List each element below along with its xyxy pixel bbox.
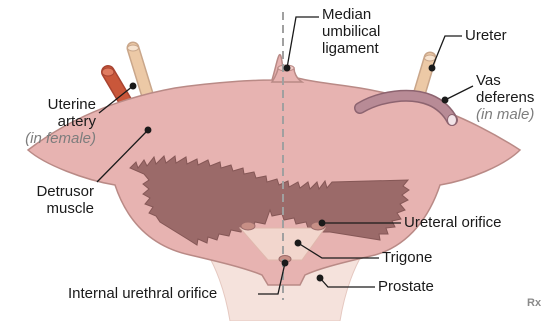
label-prostate: Prostate — [378, 278, 434, 295]
label-prostate-text: Prostate — [378, 278, 434, 295]
label-uterine-line-1: Uterine — [25, 96, 96, 113]
label-median-umbilical-ligament: Median umbilical ligament — [322, 6, 380, 57]
ureteral-orifice-left — [241, 222, 255, 230]
label-uterine-note: (in female) — [25, 130, 96, 147]
label-vas-deferens: Vas deferens (in male) — [476, 72, 534, 123]
watermark-text: Rx — [527, 297, 541, 309]
label-detrusor-line-1: Detrusor — [36, 183, 94, 200]
label-internal-urethral-orifice: Internal urethral orifice — [68, 285, 217, 302]
label-median-line-2: umbilical — [322, 23, 380, 40]
label-ureteral-orifice: Ureteral orifice — [404, 214, 502, 231]
label-ureter-text: Ureter — [465, 27, 507, 44]
label-trigone-text: Trigone — [382, 249, 432, 266]
uterine-artery-end — [102, 68, 114, 76]
label-trigone: Trigone — [382, 249, 432, 266]
label-vas-note: (in male) — [476, 106, 534, 123]
label-median-line-3: ligament — [322, 40, 380, 57]
label-ureter: Ureter — [465, 27, 507, 44]
label-vas-line-1: Vas — [476, 72, 534, 89]
label-uterine-artery: Uterine artery (in female) — [25, 96, 96, 147]
label-vas-line-2: deferens — [476, 89, 534, 106]
label-ureteral-orifice-text: Ureteral orifice — [404, 214, 502, 231]
label-internal-urethral-orifice-text: Internal urethral orifice — [68, 285, 217, 302]
label-detrusor-muscle: Detrusor muscle — [36, 183, 94, 217]
label-median-line-1: Median — [322, 6, 380, 23]
label-uterine-line-2: artery — [25, 113, 96, 130]
label-detrusor-line-2: muscle — [36, 200, 94, 217]
watermark-logo: Rx — [527, 297, 541, 309]
